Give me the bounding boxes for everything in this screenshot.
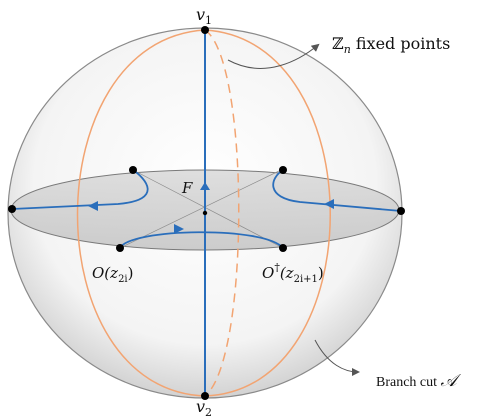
label-v2: v2 [196,397,212,416]
left-flow-arrow-icon [88,201,98,211]
flow-arrow-icon [200,182,210,190]
branch-cut-callout-icon [314,339,360,376]
branch-cut-front [76,29,206,397]
label-branch-cut: Branch cut 𝒜 [376,371,462,390]
upper-right-dot [279,166,287,174]
left-end-dot [8,205,16,213]
disk-line-1 [119,169,282,249]
vertex-v2-dot [201,392,209,400]
operator-arc-arrow-icon [174,224,184,234]
label-fixed-points: ℤn fixed points [332,34,450,56]
label-operator-left: O(z2i) [92,264,133,285]
label-v1: v1 [196,5,212,27]
fixed-points-meridian-back [204,29,240,397]
fixed-points-callout-icon [227,43,320,69]
vertex-v1-dot [201,26,209,34]
operator-left-dot [116,244,124,252]
upper-left-dot [129,166,137,174]
center-dot [202,210,208,216]
right-flow-curve [272,169,402,212]
branch-cut-right [204,29,331,397]
disk-line-2 [132,169,284,249]
left-flow-curve [11,169,149,210]
operator-arc [119,231,284,249]
right-flow-arrow-icon [324,199,334,209]
right-end-dot [397,207,405,215]
operator-right-dot [279,244,287,252]
label-flow: F [181,179,193,197]
label-operator-right: O†(z2i+1) [262,261,324,285]
